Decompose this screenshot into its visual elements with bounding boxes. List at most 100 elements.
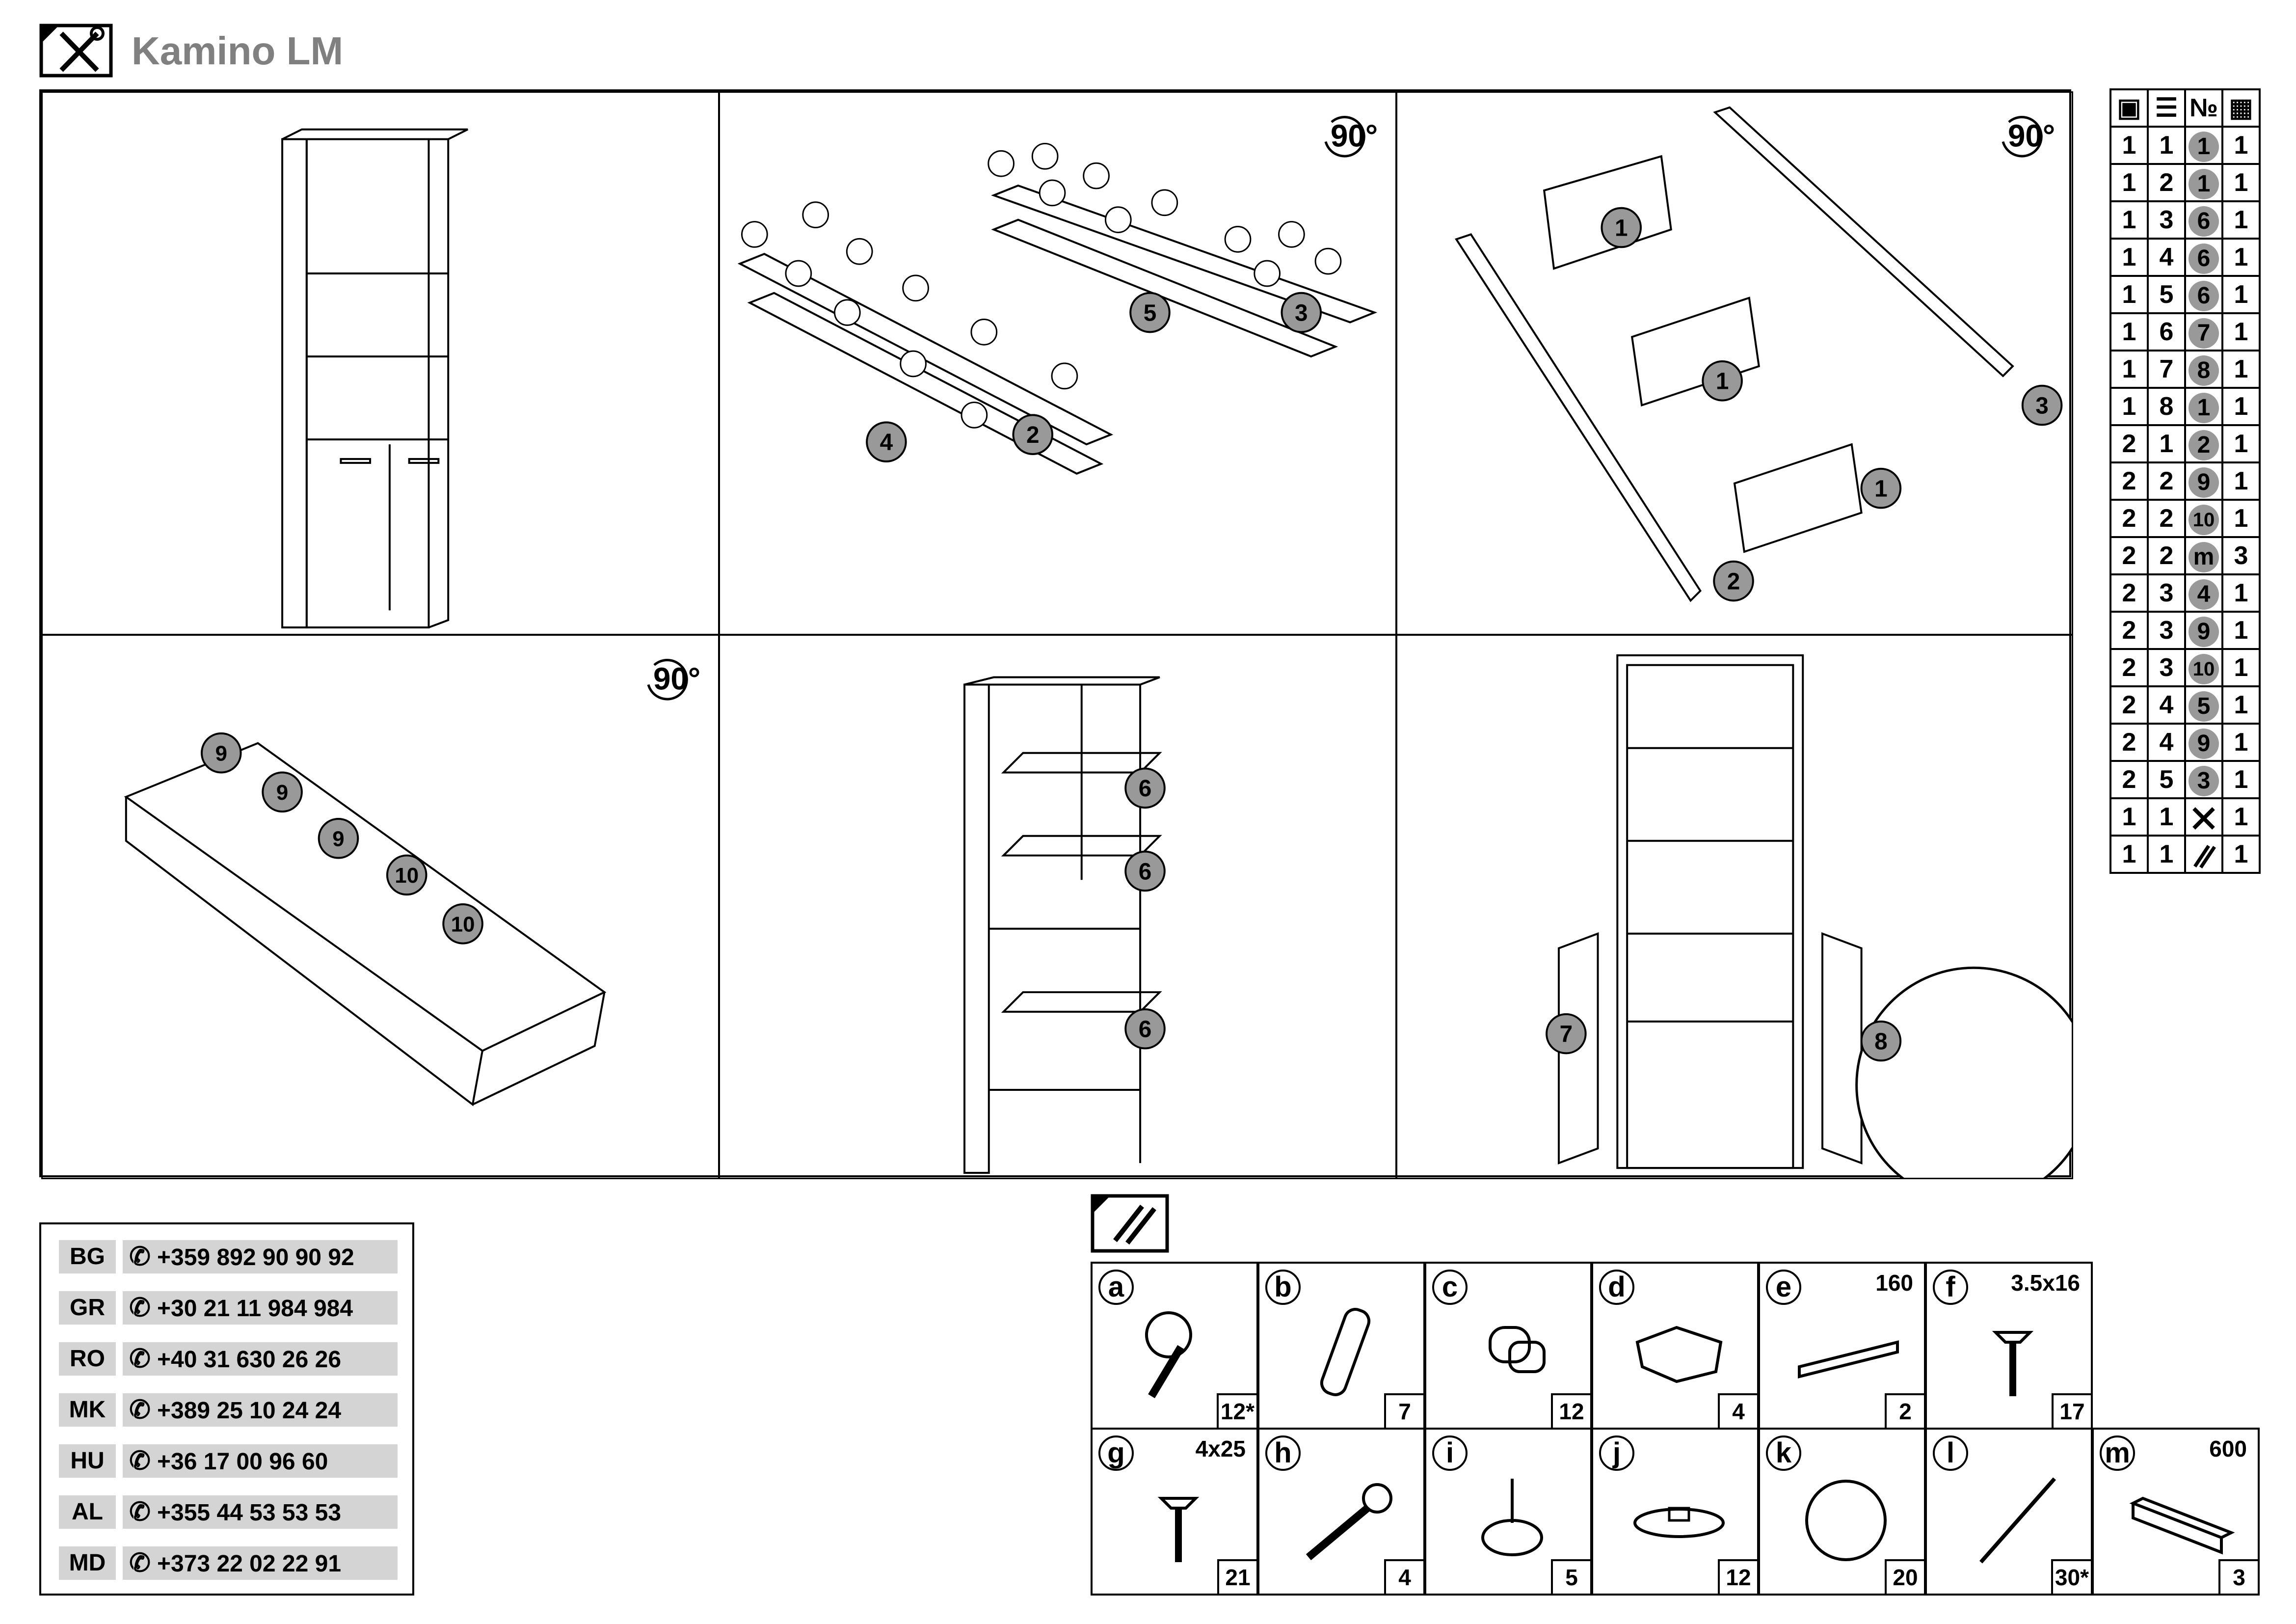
hardware-item-g: g 4x25 21	[1091, 1428, 1258, 1596]
tools-icon	[39, 24, 113, 78]
part-number-cell: 9	[2184, 723, 2223, 762]
part-label-6: 6	[1139, 1017, 1152, 1043]
grid-icon: ▦	[2221, 88, 2261, 128]
quantity-cell: 1	[2109, 312, 2149, 352]
part-number-cell: 3	[2184, 760, 2223, 799]
step-2-drawing: 90° 4 2 5 3	[737, 116, 1378, 475]
hardware-letter: k	[1766, 1435, 1801, 1471]
quantity-cell: 2	[2109, 723, 2149, 762]
quantity-cell: 4	[2147, 685, 2186, 725]
part-number-cell: 6	[2184, 238, 2223, 277]
tools-icon	[2184, 797, 2223, 837]
fittings-icon	[2184, 835, 2223, 874]
quantity-cell: 1	[2221, 387, 2261, 426]
quantity-cell: 1	[2221, 350, 2261, 389]
quantity-cell: 5	[2147, 760, 2186, 799]
quantity-cell: 1	[2221, 611, 2261, 650]
quantity-cell: 1	[2221, 573, 2261, 613]
part-number-cell: 9	[2184, 461, 2223, 501]
part-label-7: 7	[1560, 1022, 1573, 1048]
quantity-cell: 1	[2221, 648, 2261, 687]
quantity-cell: 1	[2109, 387, 2149, 426]
hinge-detail-magnifier	[1855, 966, 2072, 1178]
part-number-cell: 4	[2184, 573, 2223, 613]
part-label-3: 3	[2035, 393, 2049, 419]
quantity-cell: 7	[2147, 350, 2186, 389]
phone-number: ✆+355 44 53 53 53	[123, 1495, 398, 1529]
phone-icon: ✆	[129, 1345, 151, 1373]
hardware-letter: g	[1098, 1435, 1134, 1471]
quantity-cell: 1	[2221, 200, 2261, 240]
quantity-cell: 3	[2147, 200, 2186, 240]
country-code: BG	[59, 1240, 116, 1273]
quantity-cell: 1	[2221, 723, 2261, 762]
part-label-3: 3	[1295, 300, 1308, 326]
hardware-letter: f	[1933, 1270, 1968, 1305]
phone-icon: ✆	[129, 1447, 151, 1475]
hardware-quantity: 5	[1551, 1559, 1592, 1596]
quantity-cell: 2	[2147, 499, 2186, 538]
quantity-cell: 2	[2109, 499, 2149, 538]
quantity-cell: 6	[2147, 312, 2186, 352]
hardware-letter: j	[1599, 1435, 1634, 1471]
hardware-quantity: 20	[1885, 1559, 1926, 1596]
profile-icon	[2129, 1496, 2235, 1555]
hardware-letter: l	[1933, 1435, 1968, 1471]
country-code: MD	[59, 1546, 116, 1580]
hardware-letter: m	[2100, 1435, 2135, 1471]
part-label-10: 10	[451, 913, 475, 937]
quantity-cell: 2	[2109, 611, 2149, 650]
hardware-item-k: k 20	[1758, 1428, 1926, 1596]
quantity-cell: 1	[2109, 275, 2149, 314]
quantity-cell: 1	[2221, 275, 2261, 314]
step-3-sides: 90° 1 1 1 2 3	[1396, 91, 2073, 635]
quantity-cell: 2	[2109, 536, 2149, 575]
quantity-cell: 3	[2147, 611, 2186, 650]
part-label-9: 9	[215, 742, 227, 766]
quantity-cell: 1	[2109, 200, 2149, 240]
fittings-icon	[1091, 1194, 1169, 1253]
part-label-10: 10	[395, 864, 419, 888]
rotate-90-label: 90°	[2008, 118, 2055, 153]
stack-icon: ☰	[2147, 88, 2186, 128]
quantity-cell: 1	[2147, 424, 2186, 463]
step-2-panels: 90° 4 2 5 3	[719, 91, 1397, 635]
shelf-pin-icon	[1489, 1326, 1546, 1373]
cap-icon	[1633, 1507, 1725, 1538]
quantity-cell: 1	[2221, 760, 2261, 799]
hardware-quantity: 21	[1217, 1559, 1258, 1596]
part-number-cell: 8	[2184, 350, 2223, 389]
part-label-6: 6	[1139, 776, 1152, 802]
phone-icon: ✆	[129, 1549, 151, 1577]
rotate-90-label: 90°	[653, 661, 700, 696]
quantity-cell: 1	[2221, 835, 2261, 874]
rotate-90-label: 90°	[1331, 118, 1378, 153]
hardware-size: 4x25	[1195, 1436, 1246, 1462]
phone-icon: ✆	[129, 1294, 151, 1322]
part-label-6: 6	[1139, 859, 1152, 885]
quantity-cell: 2	[2109, 424, 2149, 463]
part-number-cell: 1	[2184, 387, 2223, 426]
quantity-cell: 1	[2109, 350, 2149, 389]
quantity-cell: 1	[2221, 499, 2261, 538]
phone-number: ✆+359 892 90 90 92	[123, 1240, 398, 1273]
hardware-quantity: 2	[1885, 1393, 1926, 1430]
quantity-cell: 2	[2147, 461, 2186, 501]
quantity-cell: 1	[2147, 835, 2186, 874]
hardware-size: 600	[2209, 1436, 2247, 1462]
